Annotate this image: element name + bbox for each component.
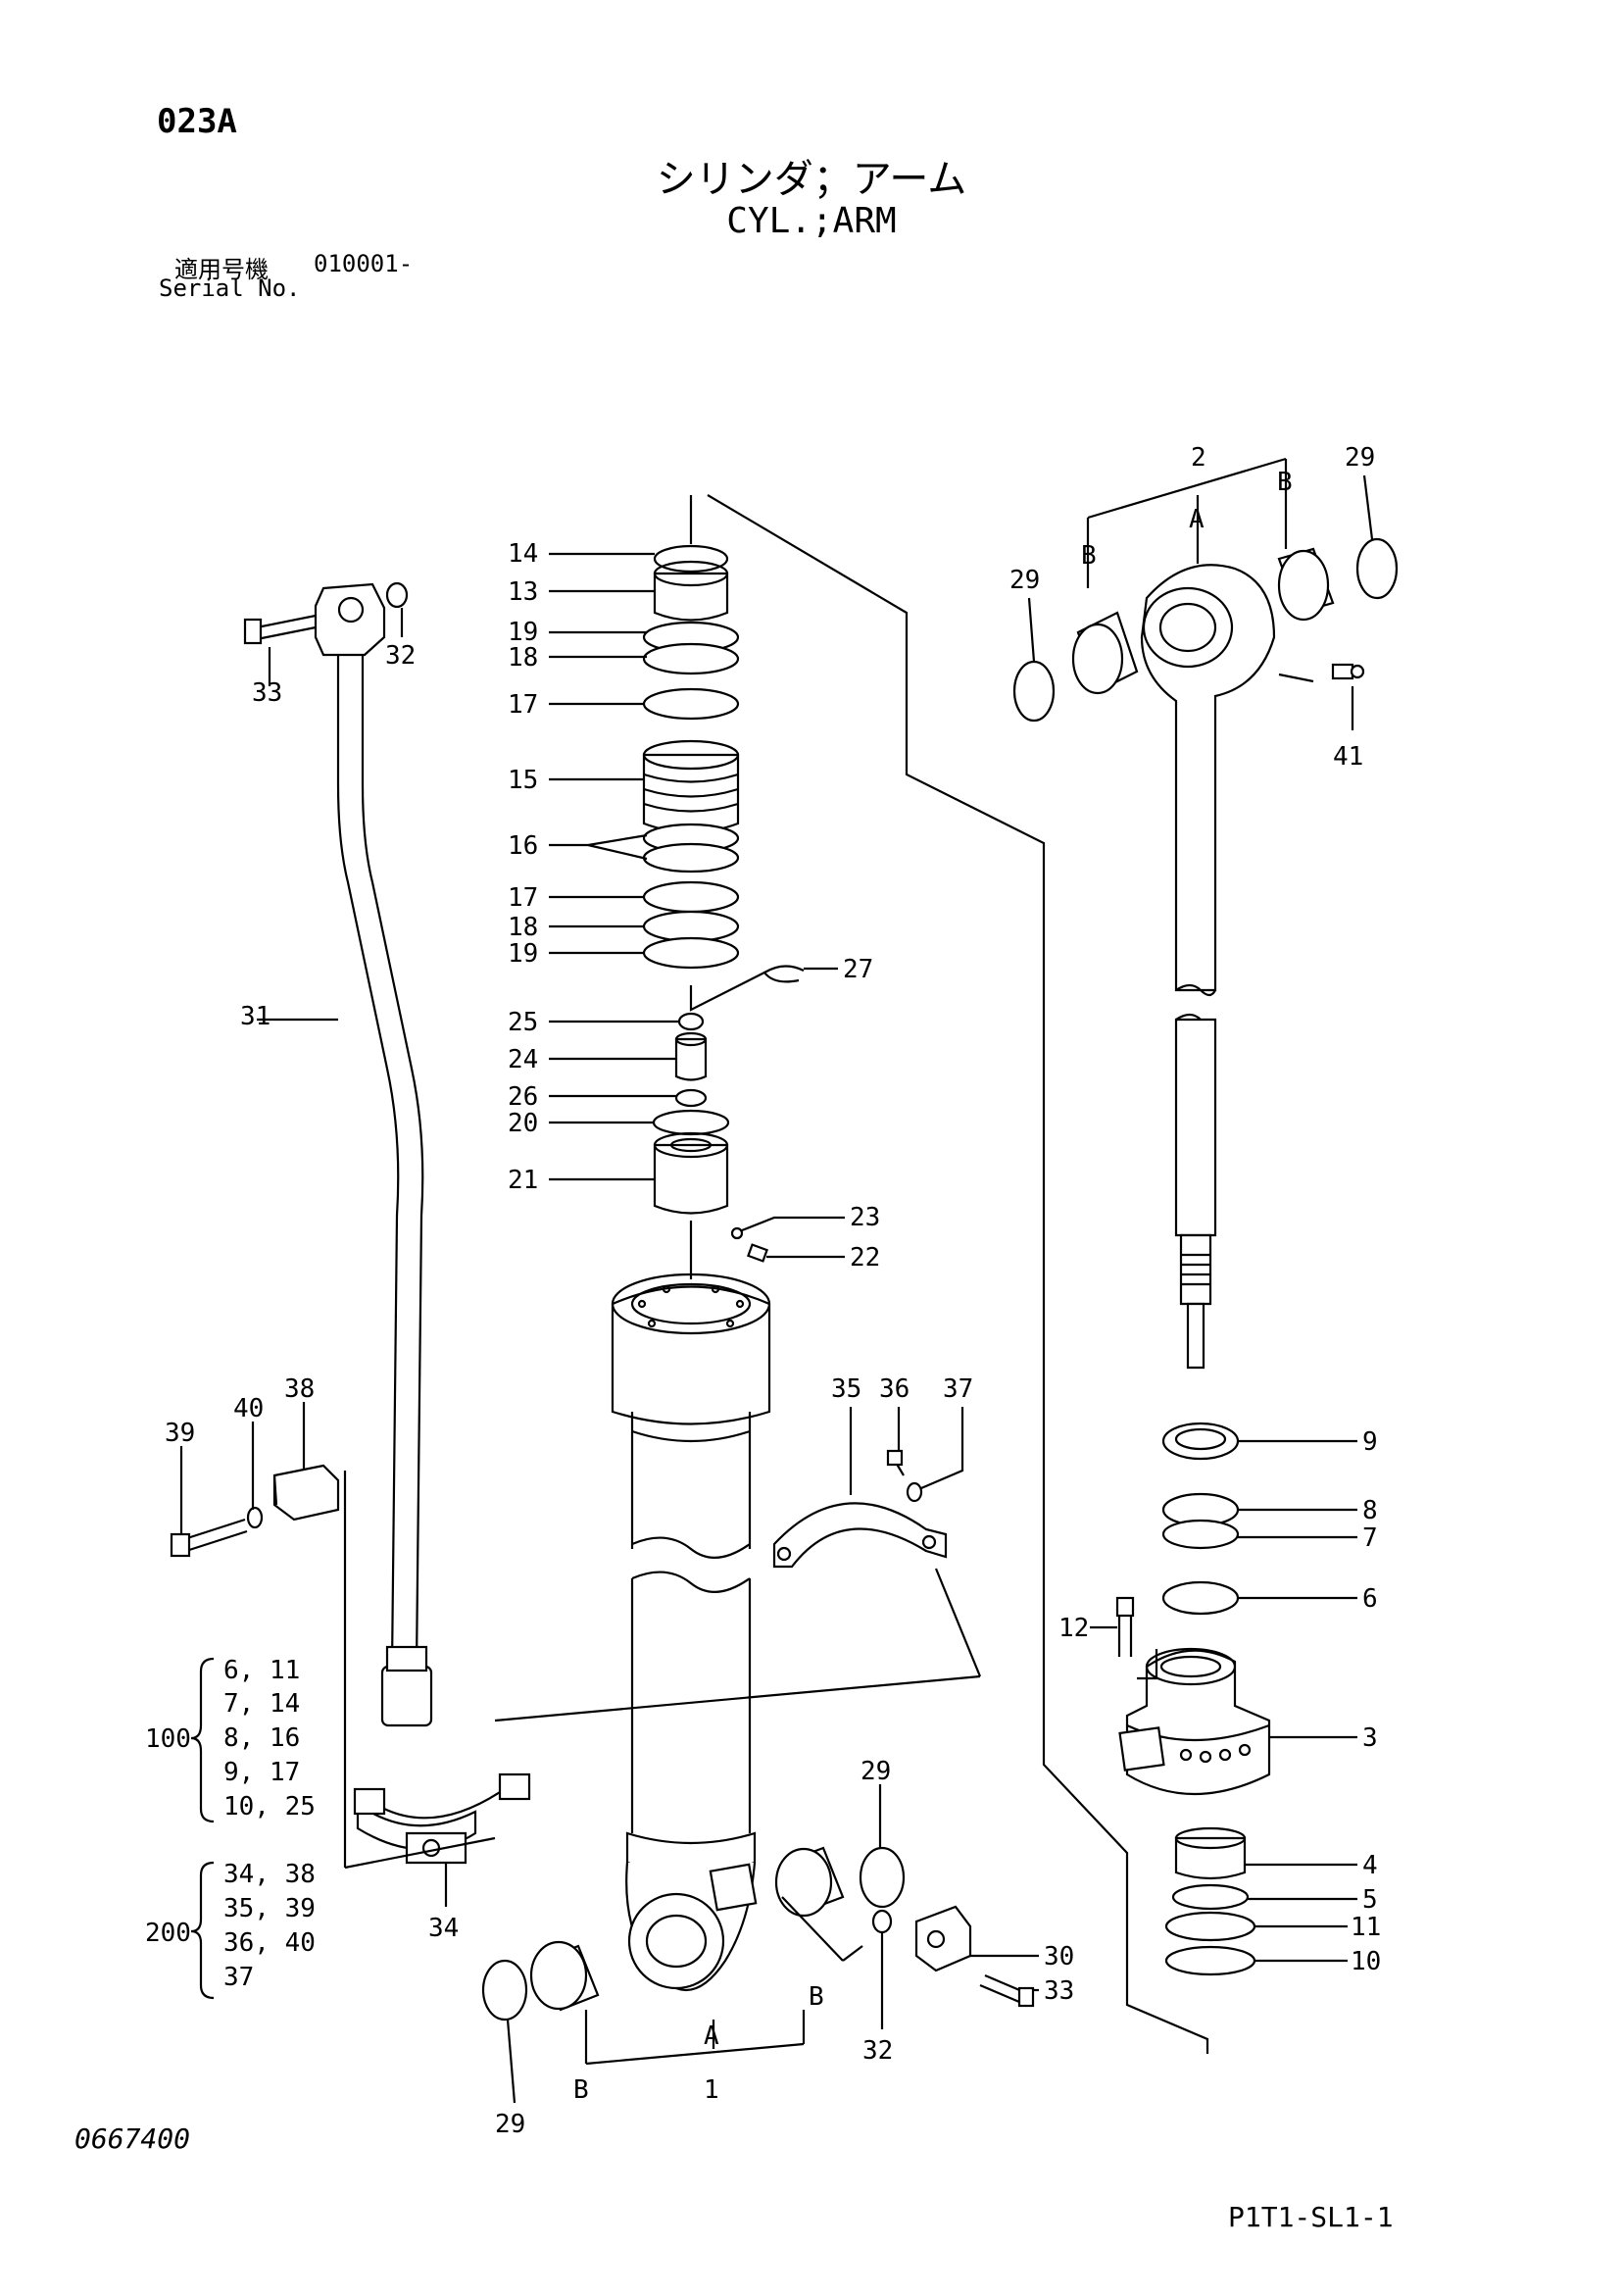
kit-200: 200 34, 38 35, 39 36, 40 37 [145,1860,316,2000]
page-code: 023A [157,102,237,141]
clamp-bracket-35 [772,1502,948,1569]
callout-19a: 19 [508,618,538,647]
mark-A-lower: A [704,2021,719,2051]
kit-100-line-4: 9, 17 [223,1758,300,1787]
callout-29c: 29 [861,1757,891,1786]
callout-16: 16 [508,831,538,861]
callout-34: 34 [428,1914,459,1943]
kit-200-line-4: 37 [223,1963,254,1992]
callout-18b: 18 [508,913,538,942]
callout-29d: 29 [495,2110,525,2139]
kit-100: 100 6, 11 7, 14 8, 16 9, 17 10, 25 [145,1656,316,1823]
bolt-39 [170,1518,248,1558]
callout-9: 9 [1362,1427,1378,1457]
callout-18a: 18 [508,643,538,673]
callout-29a: 29 [1345,443,1375,473]
callout-12: 12 [1058,1614,1089,1643]
piston-rod [1140,564,1276,1370]
kit-200-line-1: 34, 38 [223,1860,316,1889]
callout-21: 21 [508,1166,538,1195]
callout-15: 15 [508,766,538,795]
callout-35: 35 [831,1374,861,1404]
kit-100-id: 100 [145,1724,191,1754]
kit-100-line-3: 8, 16 [223,1723,300,1753]
callout-32a: 32 [385,641,416,671]
callout-14: 14 [508,539,538,569]
callout-31: 31 [240,1002,270,1031]
drawing-number: 0667400 [74,2122,191,2155]
callout-1: 1 [704,2075,719,2105]
cylinder-head-parts [1115,1422,1271,1976]
callout-24: 24 [508,1045,538,1074]
callout-37: 37 [943,1374,973,1404]
callout-29b: 29 [1009,566,1040,595]
pipe-top-fitting [243,581,409,657]
kit-100-line-5: 10, 25 [223,1792,316,1822]
serial-label-english: Serial No. [159,275,301,302]
bushing-and-seals-lower [481,1846,1035,2021]
callout-26: 26 [508,1082,538,1112]
callout-2: 2 [1191,443,1206,473]
sheet-id: P1T1-SL1-1 [1228,2201,1394,2233]
kit-200-line-3: 36, 40 [223,1928,316,1958]
kit-100-line-2: 7, 14 [223,1689,300,1719]
serial-number-value: 010001- [314,250,414,277]
callout-22: 22 [850,1243,880,1273]
kit-100-line-1: 6, 11 [223,1656,300,1685]
bushing-and-seals-upper [1012,537,1399,723]
callout-3: 3 [1362,1723,1378,1753]
callout-33b: 33 [1044,1976,1074,2006]
cylinder-tube [611,1273,771,1992]
pipe-clamp-34 [353,1772,531,1865]
callout-4: 4 [1362,1851,1378,1880]
callouts: 14 13 19 18 17 15 16 17 18 19 25 24 26 2… [165,443,1381,2139]
callout-25: 25 [508,1008,538,1037]
kit-200-id: 200 [145,1919,191,1948]
callout-5: 5 [1362,1885,1378,1915]
callout-32b: 32 [862,2036,893,2066]
callout-39: 39 [165,1419,195,1448]
callout-7: 7 [1362,1523,1378,1553]
callout-13: 13 [508,577,538,607]
title-japanese: シリンダ；アーム [656,157,967,202]
title-english: CYL.;ARM [726,201,897,241]
callout-6: 6 [1362,1584,1378,1614]
washer-40 [246,1506,264,1529]
callout-27: 27 [843,955,873,984]
callout-17a: 17 [508,690,538,720]
clamp-block-38 [272,1464,340,1522]
callout-11: 11 [1351,1913,1381,1942]
callout-30: 30 [1044,1942,1074,1972]
mark-B-lower-right: B [809,1982,824,2012]
callout-17b: 17 [508,883,538,913]
clamp-washer-37 [906,1481,923,1503]
callout-38: 38 [284,1374,315,1404]
clamp-bolt-36 [886,1449,905,1476]
mark-A-upper: A [1189,505,1205,534]
callout-23: 23 [850,1203,880,1232]
mark-B-upper-left: B [1081,541,1097,571]
mark-B-upper-right: B [1277,468,1293,497]
callout-36: 36 [879,1374,910,1404]
kit-200-line-2: 35, 39 [223,1894,316,1923]
callout-41: 41 [1333,742,1363,772]
callout-33a: 33 [252,678,282,708]
piston-stack [642,495,805,1279]
callout-10: 10 [1351,1947,1381,1976]
serial-label-japanese: 適用号機 [174,256,269,283]
callout-19b: 19 [508,939,538,969]
hydraulic-pipe [336,642,433,1727]
callout-8: 8 [1362,1496,1378,1525]
mark-B-lower-left: B [573,2075,589,2105]
callout-40: 40 [233,1394,264,1423]
callout-20: 20 [508,1109,538,1138]
